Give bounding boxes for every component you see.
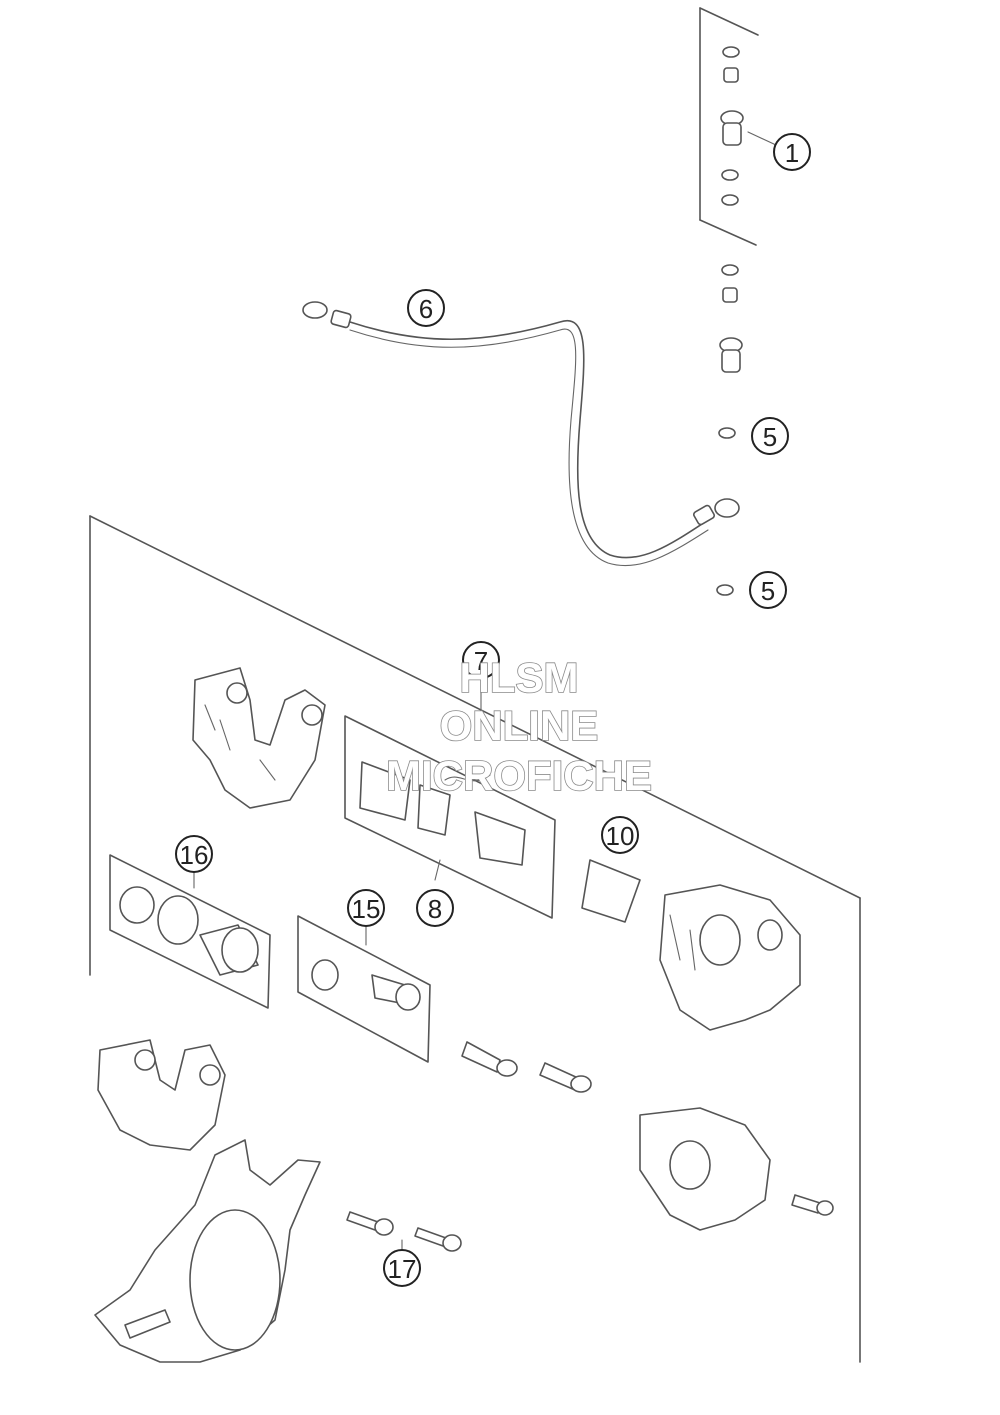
callout-17-label: 17	[388, 1254, 417, 1284]
callout-6-label: 6	[419, 294, 433, 324]
callout-15: 15	[347, 889, 385, 927]
callout-17: 17	[383, 1249, 421, 1287]
callout-15-label: 15	[352, 894, 381, 924]
callout-10: 10	[601, 816, 639, 854]
watermark-line-3: MICROFICHE	[386, 752, 652, 799]
slider-pin-1	[461, 1041, 518, 1077]
callout-10-label: 10	[606, 821, 635, 851]
callout-5-upper: 5	[751, 417, 789, 455]
brake-hose	[302, 301, 740, 567]
callout-5-lower-label: 5	[761, 576, 775, 606]
watermark: HLSM ONLINE MICROFICHE	[385, 653, 653, 800]
callout-1-label: 1	[785, 138, 799, 168]
brake-disc-guard	[94, 1139, 321, 1363]
brake-caliper-lower	[639, 1107, 771, 1231]
caliper-bolt	[791, 1194, 834, 1216]
callout-7: 7	[462, 641, 500, 679]
callout-5-upper-label: 5	[763, 422, 777, 452]
bleeder-screw-stack-upper	[720, 46, 744, 206]
callout-8-label: 8	[428, 894, 442, 924]
anti-squeal-plate	[581, 859, 641, 923]
callout-7-label: 7	[474, 646, 488, 676]
caliper-bracket	[192, 667, 326, 809]
kit-7-outline	[89, 515, 861, 1363]
mounting-bolts	[346, 1211, 462, 1252]
banjo-washer-lower	[716, 584, 734, 596]
callout-1: 1	[773, 133, 811, 171]
bleeder-kit	[297, 915, 431, 1063]
caliper-bracket-lower	[97, 1039, 226, 1151]
callout-5-lower: 5	[749, 571, 787, 609]
callout-16-label: 16	[180, 840, 209, 870]
callout-6: 6	[407, 289, 445, 327]
watermark-line-2: ONLINE	[440, 702, 599, 749]
brake-caliper-upper	[659, 884, 801, 1031]
banjo-washer-upper	[718, 427, 736, 439]
bleeder-screw-stack-lower	[719, 264, 743, 373]
piston-seal-kit	[109, 854, 271, 1009]
callout-16: 16	[175, 835, 213, 873]
slider-pin-2	[539, 1062, 592, 1093]
kit-1-outline	[699, 7, 759, 246]
brake-pad-kit	[344, 715, 556, 919]
watermark-line-1: HLSM	[460, 654, 579, 701]
callout-8: 8	[416, 889, 454, 927]
